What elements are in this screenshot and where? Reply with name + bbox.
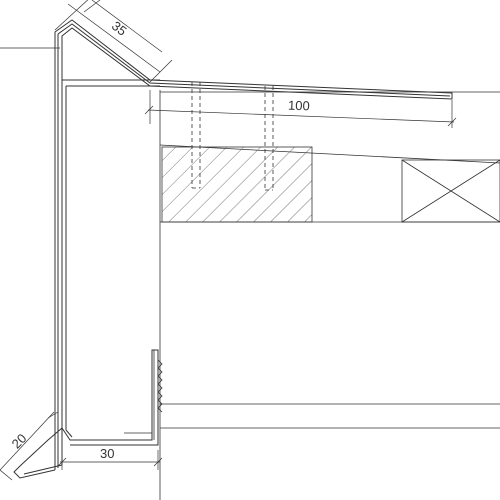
dimension-label-30: 30 <box>100 446 114 461</box>
dimension-label-35: 35 <box>109 18 130 39</box>
screw-left <box>191 82 201 189</box>
hatched-beam <box>161 146 313 223</box>
crossed-timber <box>401 159 500 223</box>
dimension-label-100: 100 <box>288 98 310 114</box>
screw-right <box>264 86 274 191</box>
flashing-profile <box>13 19 453 479</box>
dimension-lines <box>0 0 457 481</box>
dimension-label-20: 20 <box>9 431 30 452</box>
fixing-strip <box>124 350 163 440</box>
structure-lines <box>0 47 500 500</box>
